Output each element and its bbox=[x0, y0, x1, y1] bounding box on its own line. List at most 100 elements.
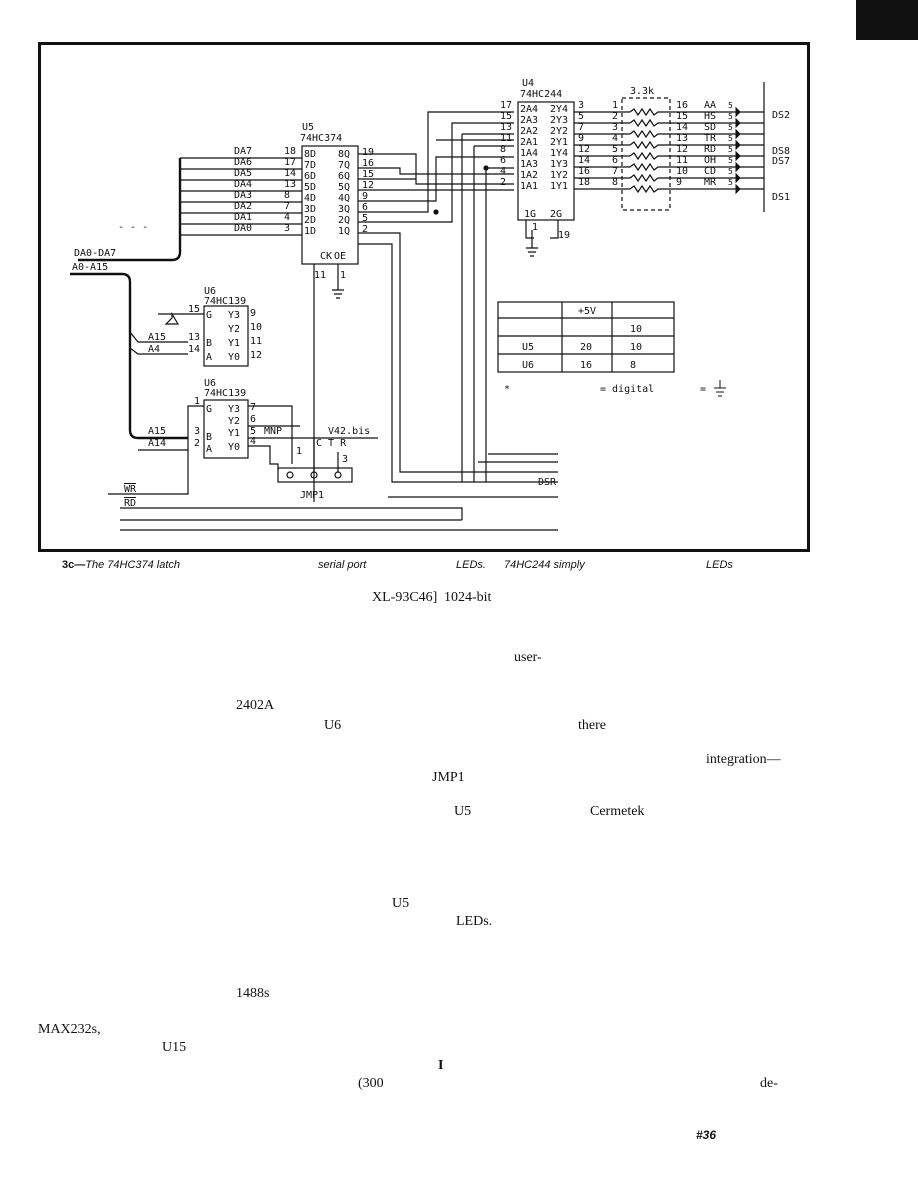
u6b-y3-pin: 7 bbox=[250, 402, 256, 413]
u4-input-pin: 11 bbox=[500, 133, 512, 144]
u4-output-name: 1Y3 bbox=[550, 159, 568, 170]
resistor-left-pin: 7 bbox=[612, 166, 618, 177]
u6a-b-pin: 13 bbox=[188, 332, 200, 343]
body-text-fragment: there bbox=[578, 718, 606, 733]
led-pin: 5 bbox=[728, 112, 733, 121]
power-table-r1-c1: 20 bbox=[580, 342, 592, 353]
resistor-symbol bbox=[629, 151, 740, 161]
u5-input-name: 8D bbox=[304, 149, 316, 160]
u4-ref: U4 bbox=[522, 78, 534, 89]
u5-input-name: 6D bbox=[304, 171, 316, 182]
led-ds57: DS7 bbox=[772, 156, 790, 167]
u5-oe-label: OE bbox=[334, 251, 346, 262]
resistor-symbol bbox=[629, 129, 740, 139]
u6a-g-pin: 15 bbox=[188, 304, 200, 315]
body-text-fragment: I bbox=[438, 1058, 444, 1073]
u6b-y1-pin: 5 bbox=[250, 426, 256, 437]
u4-output-name: 1Y2 bbox=[550, 170, 568, 181]
u5-input-pin: 8 bbox=[284, 190, 290, 201]
led-label: OH bbox=[704, 155, 716, 166]
u5-output-name: 4Q bbox=[338, 193, 350, 204]
resistor-right-pin: 16 bbox=[676, 100, 688, 111]
u5-ck-label: CK bbox=[320, 251, 332, 262]
u4-output-pin: 16 bbox=[578, 166, 590, 177]
power-table-r2-c2: 8 bbox=[630, 360, 636, 371]
u4-input-pin: 6 bbox=[500, 155, 506, 166]
resistor-left-pin: 1 bbox=[612, 100, 618, 111]
caption-fragment-leds: LEDs. bbox=[456, 559, 486, 571]
led-label: TR bbox=[704, 133, 717, 144]
u6a-a-net: A4 bbox=[148, 344, 160, 355]
resistor-right-pin: 13 bbox=[676, 133, 688, 144]
u4-input-name: 1A1 bbox=[520, 181, 538, 192]
u4-g2-pin: 19 bbox=[558, 230, 570, 241]
schematic-diagram: DA0-DA7 A0-A15 - - - U5 74HC374 CK OE 11… bbox=[70, 78, 790, 531]
led-diode-symbol bbox=[735, 161, 741, 173]
page-corner-mark bbox=[856, 0, 918, 40]
u6b-y2-pin: 6 bbox=[250, 414, 256, 425]
resistor-left-pin: 4 bbox=[612, 133, 618, 144]
u6b-y3: Y3 bbox=[228, 404, 240, 415]
u5-output-name: 6Q bbox=[338, 171, 350, 182]
u6b-g: G bbox=[206, 404, 212, 415]
body-text-fragment: Cermetek bbox=[590, 804, 645, 819]
u5-input-pin: 3 bbox=[284, 223, 290, 234]
resistor-left-pin: 6 bbox=[612, 155, 618, 166]
body-text-fragment: (300 bbox=[358, 1076, 384, 1091]
u4-g1: 1G bbox=[524, 209, 536, 220]
resistor-symbol bbox=[629, 173, 740, 183]
body-text-fragment: 2402A bbox=[236, 698, 275, 713]
u4-input-pin: 2 bbox=[500, 177, 506, 188]
body-text-fragment: XL-93C46] bbox=[372, 590, 438, 605]
u4-output-name: 2Y3 bbox=[550, 115, 568, 126]
resistor-symbol bbox=[629, 118, 740, 128]
u5-ref: U5 bbox=[302, 122, 314, 133]
caption-fragment-74hc244: 74HC244 simply bbox=[504, 559, 585, 571]
u5-ck-pin: 11 bbox=[314, 270, 326, 281]
power-table-r0-c2: 10 bbox=[630, 324, 642, 335]
u6a-g: G bbox=[206, 310, 212, 321]
resistor-left-pin: 3 bbox=[612, 122, 618, 133]
caption-fragment-serial-port: serial port bbox=[318, 559, 367, 571]
power-table-r2-c1: 16 bbox=[580, 360, 592, 371]
u6a-b: B bbox=[206, 338, 212, 349]
u4-input-name: 2A3 bbox=[520, 115, 538, 126]
led-label: RD bbox=[704, 144, 716, 155]
body-text-fragment: LEDs. bbox=[456, 914, 493, 929]
u6b-a: A bbox=[206, 444, 212, 455]
u5-input-net-label: DA1 bbox=[234, 212, 252, 223]
led-label: MR bbox=[704, 177, 717, 188]
u6a-ref: U6 bbox=[204, 286, 216, 297]
u5-output-name: 5Q bbox=[338, 182, 350, 193]
led-diode-symbol bbox=[735, 128, 741, 140]
u5-output-name: 2Q bbox=[338, 215, 350, 226]
led-diode-symbol bbox=[735, 106, 741, 118]
power-table-r1-c2: 10 bbox=[630, 342, 642, 353]
u5-input-name: 5D bbox=[304, 182, 316, 193]
u5-output-name: 7Q bbox=[338, 160, 350, 171]
resistor-symbol bbox=[629, 140, 740, 150]
body-text-fragment: de- bbox=[760, 1076, 778, 1091]
u6b-b-net: A15 bbox=[148, 426, 166, 437]
u4-output-pin: 9 bbox=[578, 133, 584, 144]
u6b-y0: Y0 bbox=[228, 442, 240, 453]
wr-signal: WR bbox=[124, 484, 137, 495]
u6b-y2: Y2 bbox=[228, 416, 240, 427]
u6b-ref: U6 bbox=[204, 378, 216, 389]
bus-ellipsis: - - - bbox=[118, 222, 148, 233]
u6a-part: 74HC139 bbox=[204, 296, 246, 307]
led-pin: 5 bbox=[728, 167, 733, 176]
led-diode-symbol bbox=[735, 183, 741, 195]
u5-input-pin: 13 bbox=[284, 179, 296, 190]
resistor-symbol bbox=[629, 162, 740, 172]
u5-input-pin: 14 bbox=[284, 168, 296, 179]
caption-fragment-leds-2: LEDs bbox=[706, 559, 733, 571]
power-table-head-5v: +5V bbox=[578, 306, 596, 317]
u4-input-name: 2A4 bbox=[520, 104, 538, 115]
u5-output-name: 8Q bbox=[338, 149, 350, 160]
u6b-mnp: MNP bbox=[264, 426, 282, 437]
u5-input-net-label: DA0 bbox=[234, 223, 252, 234]
body-text-fragment: 1488s bbox=[236, 986, 270, 1001]
led-label: SD bbox=[704, 122, 716, 133]
jmp1-pin3: 3 bbox=[342, 454, 348, 465]
